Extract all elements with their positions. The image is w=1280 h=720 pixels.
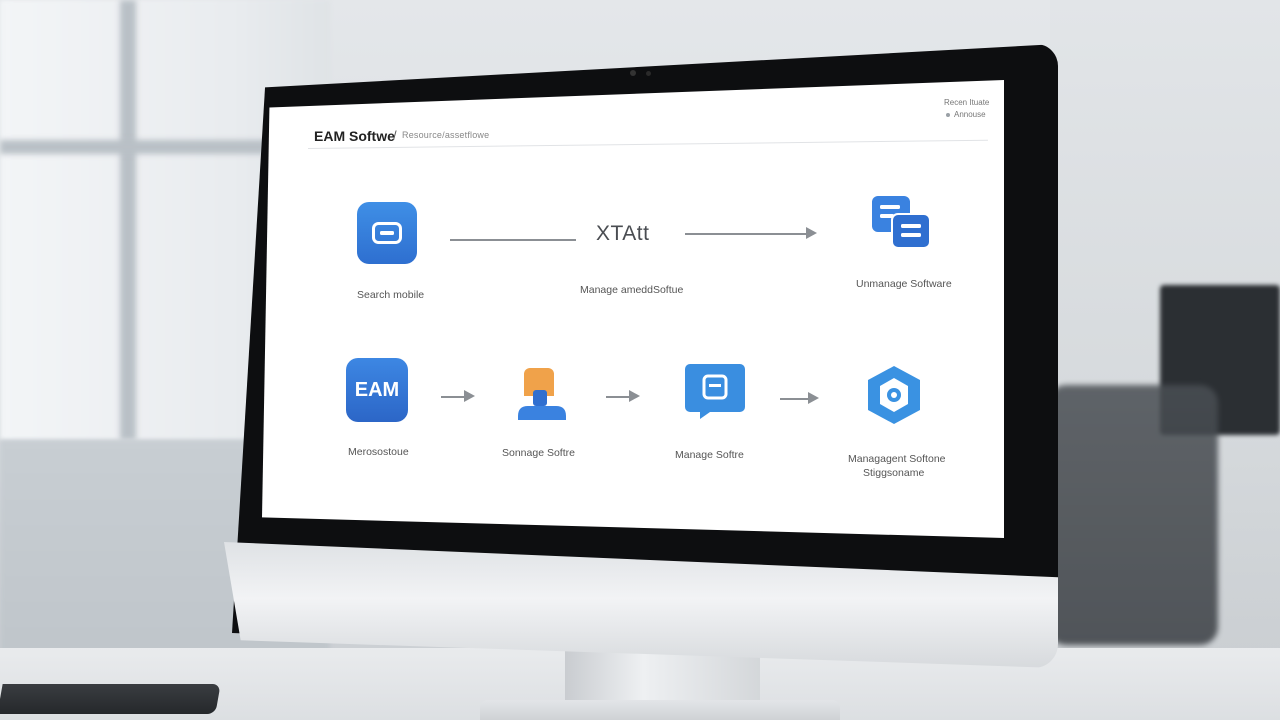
documents-icon[interactable] (870, 192, 932, 252)
center-label: Manage ameddSoftue (580, 284, 684, 296)
arrow-right-icon (629, 390, 640, 402)
arrow-right-icon (464, 390, 475, 402)
tablet-device (0, 684, 221, 714)
unmanage-software-label: Unmanage Software (856, 278, 952, 290)
screen-window-icon[interactable] (357, 202, 417, 264)
window-mullion (120, 0, 136, 440)
monitor-stand-base (480, 700, 840, 720)
webcam (630, 70, 636, 76)
recent-link[interactable]: Recen Ituate (944, 98, 990, 107)
search-mobile-label: Search mobile (357, 289, 425, 301)
header-divider (307, 139, 988, 149)
announce-link[interactable]: Annouse (946, 110, 986, 119)
gear-hexagon-icon[interactable] (862, 364, 926, 426)
person-icon[interactable] (516, 364, 568, 422)
window-transom (0, 140, 330, 154)
breadcrumb-title[interactable]: EAM Softwe (314, 128, 395, 144)
sonnage-software-label: Sonnage Softre (502, 447, 575, 459)
arrow-right-icon (806, 227, 817, 239)
connector-line (685, 233, 808, 235)
connector-line (450, 239, 576, 241)
webcam-sensor (646, 71, 651, 76)
connector-line (441, 396, 466, 398)
management-software-label: Managagent Softone (848, 453, 946, 465)
merosostoue-label: Merosostoue (348, 446, 409, 458)
center-heading: XTAtt (596, 222, 650, 245)
eam-icon-text: EAM (354, 378, 400, 401)
eam-app-icon[interactable]: EAM (346, 358, 408, 422)
breadcrumb-separator: / (393, 128, 397, 143)
breadcrumb-current[interactable]: Resource/assetflowe (402, 130, 490, 140)
app-screen: EAM Softwe / Resource/assetflowe Recen I… (262, 80, 1004, 538)
background-chair (1048, 385, 1218, 645)
chat-document-icon[interactable] (684, 362, 746, 420)
arrow-right-icon (808, 392, 819, 404)
connector-line (606, 396, 631, 398)
manage-software-label: Manage Softre (675, 449, 744, 461)
management-software-sublabel: Stiggsoname (863, 467, 925, 479)
connector-line (780, 398, 810, 400)
